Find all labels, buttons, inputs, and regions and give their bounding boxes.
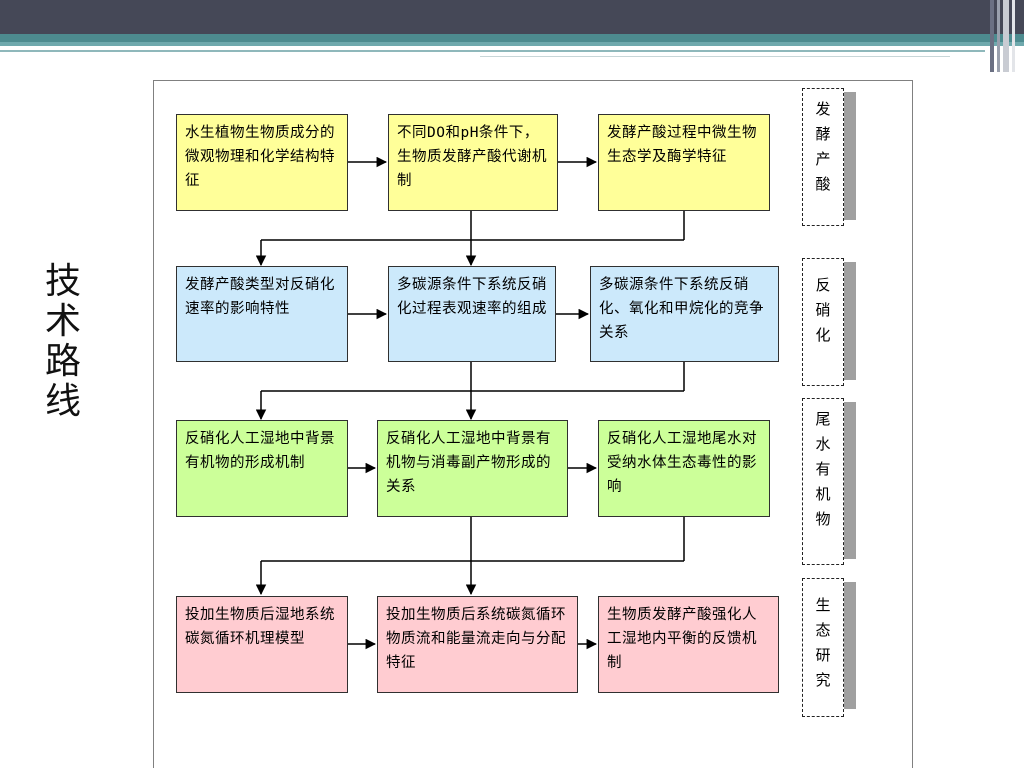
process-box: 多碳源条件下系统反硝化过程表观速率的组成 xyxy=(388,266,556,362)
tag-char: 化 xyxy=(815,326,831,344)
side-title: 技 术 路 线 xyxy=(40,262,86,422)
tag-char: 酵 xyxy=(815,125,831,143)
process-box: 发酵产酸过程中微生物生态学及酶学特征 xyxy=(598,114,770,211)
process-box: 水生植物生物质成分的微观物理和化学结构特征 xyxy=(176,114,348,211)
process-box: 多碳源条件下系统反硝化、氧化和甲烷化的竞争关系 xyxy=(590,266,779,362)
stage-tag-ecology: 生 态 研 究 xyxy=(802,578,844,717)
tag-char: 有 xyxy=(815,460,831,478)
header-rule xyxy=(0,50,985,52)
process-box: 反硝化人工湿地中背景有机物的形成机制 xyxy=(176,420,348,517)
corner-stripe xyxy=(1003,0,1009,72)
tag-char: 机 xyxy=(815,485,831,503)
stage-tag-effluent-organics: 尾 水 有 机 物 xyxy=(802,398,844,565)
corner-stripe xyxy=(997,0,1000,72)
side-title-char: 线 xyxy=(44,381,81,422)
process-box: 投加生物质后湿地系统碳氮循环机理模型 xyxy=(176,596,348,693)
tag-char: 研 xyxy=(815,646,831,664)
tag-char: 生 xyxy=(815,596,831,614)
tag-char: 态 xyxy=(815,621,831,639)
process-box: 反硝化人工湿地尾水对受纳水体生态毒性的影响 xyxy=(598,420,770,517)
process-box: 发酵产酸类型对反硝化速率的影响特性 xyxy=(176,266,348,362)
tag-char: 物 xyxy=(815,510,831,528)
tag-char: 硝 xyxy=(815,301,831,319)
side-title-char: 技 xyxy=(44,261,81,302)
diagram-frame xyxy=(153,80,913,768)
header-rule-thin xyxy=(480,56,950,57)
tag-char: 究 xyxy=(815,671,831,689)
header-accent-band xyxy=(0,34,1024,42)
tag-char: 发 xyxy=(815,100,831,118)
tag-char: 反 xyxy=(815,276,831,294)
stage-tag-denitrification: 反 硝 化 xyxy=(802,258,844,386)
header-bar xyxy=(0,0,1024,34)
side-title-char: 术 xyxy=(44,301,81,342)
stage-tag-fermentation: 发 酵 产 酸 xyxy=(802,88,844,226)
process-box: 反硝化人工湿地中背景有机物与消毒副产物形成的关系 xyxy=(377,420,568,517)
corner-stripe xyxy=(990,0,994,72)
tag-char: 水 xyxy=(815,435,831,453)
process-box: 生物质发酵产酸强化人工湿地内平衡的反馈机制 xyxy=(598,596,779,693)
tag-char: 产 xyxy=(815,150,831,168)
side-title-char: 路 xyxy=(44,341,81,382)
header-accent-band-light xyxy=(0,42,1024,46)
process-box: 投加生物质后系统碳氮循环物质流和能量流走向与分配特征 xyxy=(377,596,578,693)
tag-char: 尾 xyxy=(815,410,831,428)
tag-char: 酸 xyxy=(815,175,831,193)
corner-stripe xyxy=(1012,0,1015,72)
process-box: 不同DO和pH条件下，生物质发酵产酸代谢机制 xyxy=(388,114,558,211)
